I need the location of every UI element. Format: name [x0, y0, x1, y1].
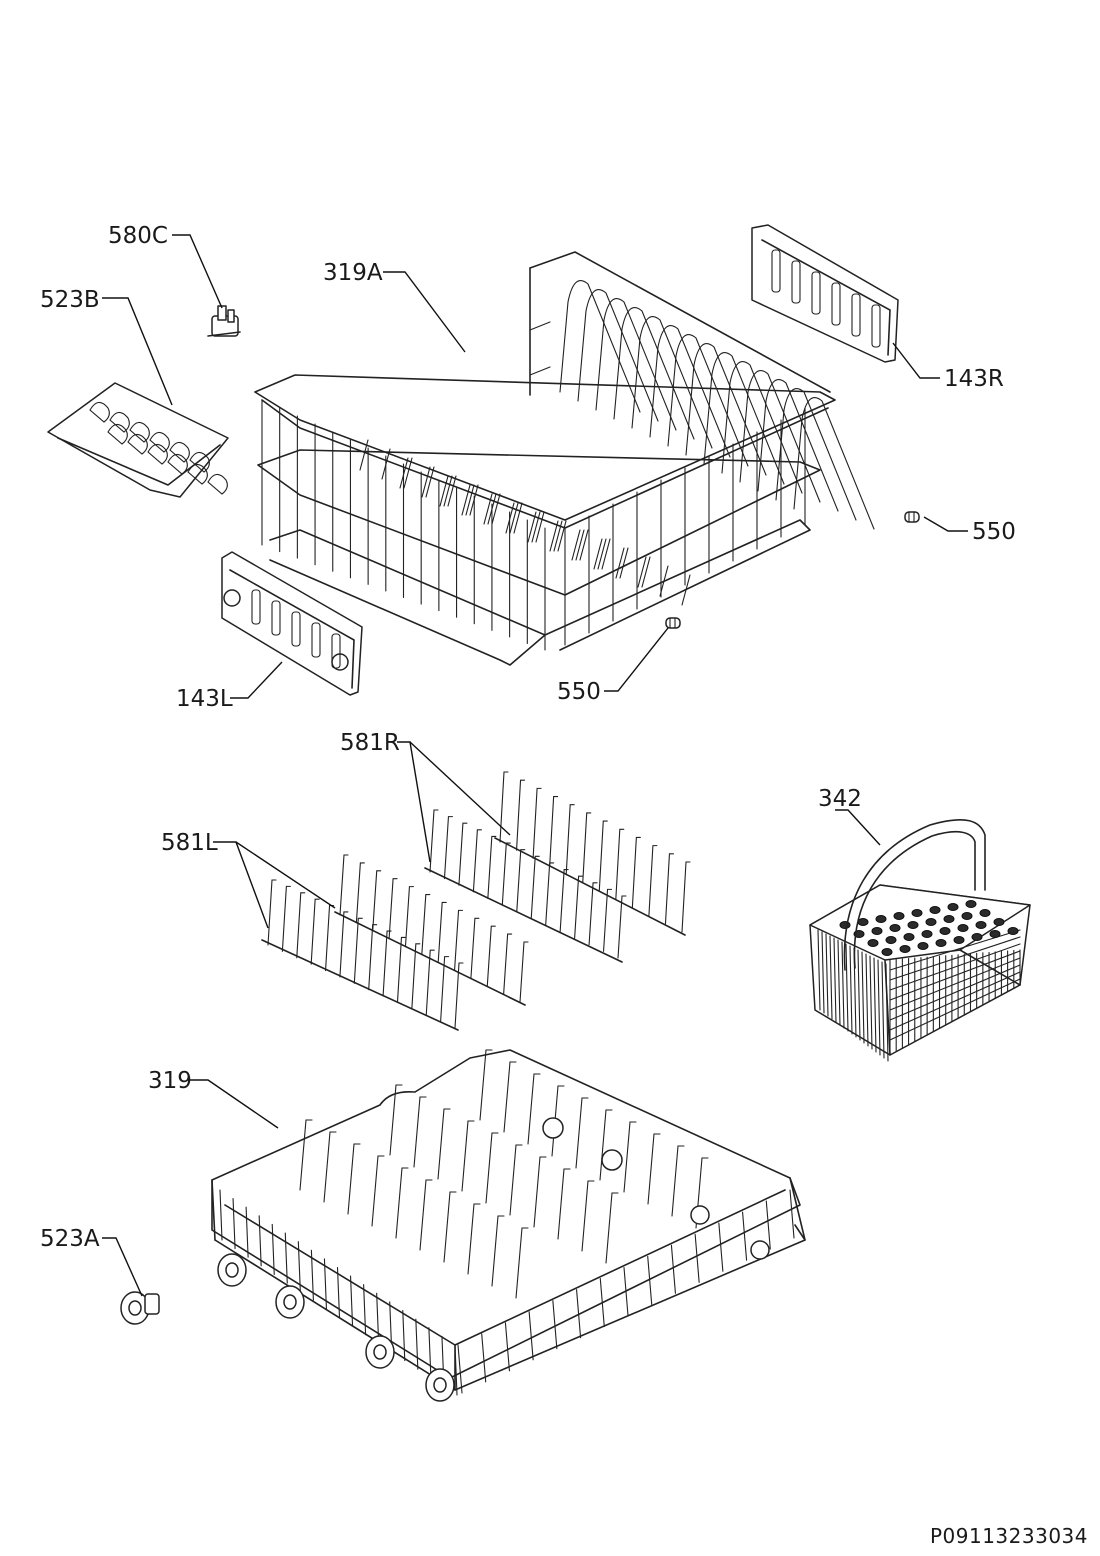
- callout-581L: 581L: [161, 830, 218, 856]
- tine-rack-581R: [424, 771, 691, 963]
- cutlery-basket-342: [809, 819, 1031, 1062]
- callout-143R: 143R: [944, 366, 1004, 392]
- callout-342: 342: [818, 786, 862, 812]
- spring-550-center: [665, 617, 681, 629]
- spring-550-right: [904, 511, 920, 523]
- callout-550-center: 550: [557, 679, 601, 705]
- rail-143L: [221, 551, 363, 696]
- callout-523B: 523B: [40, 287, 100, 313]
- callout-580C: 580C: [108, 223, 168, 249]
- cup-shelf-523B: [47, 382, 229, 498]
- clip-580C: [207, 305, 241, 337]
- callout-523A: 523A: [40, 1226, 100, 1252]
- leader-lines: [102, 234, 968, 1297]
- callout-319: 319: [148, 1068, 192, 1094]
- callout-143L: 143L: [176, 686, 233, 712]
- callout-319A: 319A: [323, 260, 383, 286]
- document-number: P09113233034: [929, 1524, 1088, 1548]
- wheel-523A: [120, 1291, 160, 1325]
- callout-581R: 581R: [340, 730, 400, 756]
- upper-basket-319A: [254, 251, 875, 666]
- callout-550-right: 550: [972, 519, 1016, 545]
- lower-basket-319: [211, 1049, 806, 1402]
- tine-rack-581L: [261, 854, 529, 1031]
- rail-143R: [751, 224, 899, 363]
